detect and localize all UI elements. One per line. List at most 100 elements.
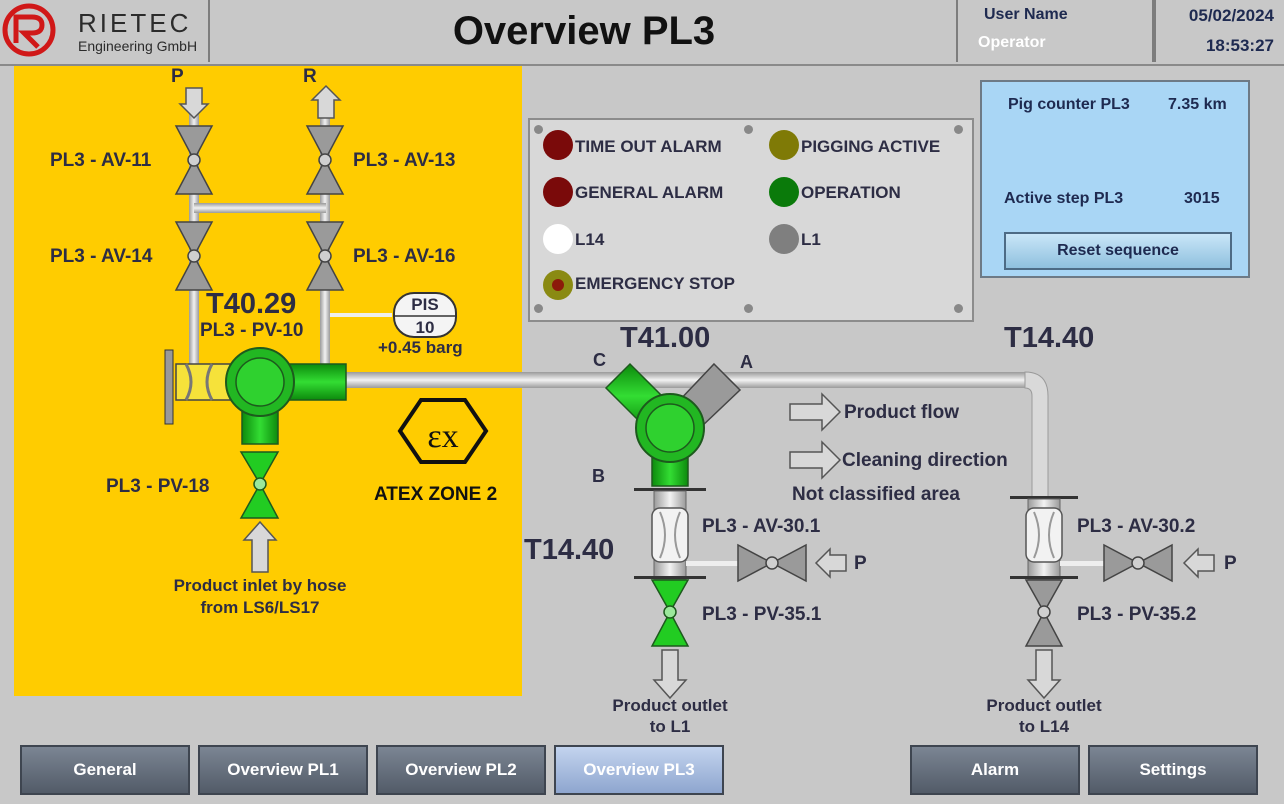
l14-label: L14 — [575, 230, 605, 249]
valve-av30-2-label: PL3 - AV-30.2 — [1077, 516, 1196, 537]
nav-overview-pl2-button[interactable]: Overview PL2 — [376, 745, 546, 795]
valve-av16-label: PL3 - AV-16 — [353, 246, 456, 267]
nav-settings-button[interactable]: Settings — [1088, 745, 1258, 795]
screw-icon — [954, 125, 963, 134]
valve-av11-label: PL3 - AV-11 — [50, 150, 152, 171]
valve-av14-label: PL3 - AV-14 — [50, 246, 153, 267]
nav-overview-pl3-button[interactable]: Overview PL3 — [554, 745, 724, 795]
pig-info-panel: Pig counter PL3 7.35 km Active step PL3 … — [980, 80, 1250, 278]
screw-icon — [744, 125, 753, 134]
valve-av11-icon[interactable] — [174, 125, 214, 195]
atex-ex-icon: εx — [397, 398, 489, 464]
nav-alarm-button[interactable]: Alarm — [910, 745, 1080, 795]
logo-area: RIETEC Engineering GmbH — [0, 0, 210, 62]
outlet-l1-arrow-icon — [652, 649, 688, 700]
outlet-l14-branch — [1010, 496, 1106, 580]
datetime-box: 05/02/2024 18:53:27 — [1154, 0, 1284, 62]
active-step-label: Active step PL3 — [1004, 190, 1124, 207]
temp-diverter: T41.00 — [620, 322, 711, 354]
rietec-logo-icon — [2, 3, 56, 57]
outlet-l14-text-2: to L14 — [1018, 717, 1070, 736]
outlet-l1-text-1: Product outlet — [612, 696, 728, 715]
valve-pv35-2-label: PL3 - PV-35.2 — [1077, 604, 1197, 625]
valve-pv18-icon[interactable] — [239, 451, 280, 519]
emergency-stop-inner — [552, 279, 564, 291]
valve-av30-2-icon[interactable] — [1103, 543, 1173, 583]
screw-icon — [954, 304, 963, 313]
diverter-y-icon[interactable] — [604, 362, 742, 487]
temp-pv10: T40.29 — [206, 288, 297, 320]
outlet-l14-text-1: Product outlet — [986, 696, 1102, 715]
valve-av13-label: PL3 - AV-13 — [353, 150, 456, 171]
p-arrow-av30-2-icon — [1182, 547, 1215, 579]
pipe-cross-horizontal — [194, 203, 326, 213]
nav-general-button[interactable]: General — [20, 745, 190, 795]
main-product-pipe — [345, 371, 1049, 499]
screw-icon — [534, 125, 543, 134]
product-inlet-text-1: Product inlet by hose — [173, 576, 347, 595]
time-out-alarm-lamp — [543, 130, 573, 160]
p-arrow-av30-1-icon — [814, 547, 847, 579]
p-inlet-arrow-icon — [178, 87, 210, 120]
valve-pv35-1-icon[interactable] — [650, 579, 690, 647]
pigging-active-lamp — [769, 130, 799, 160]
active-step-value: 3015 — [1184, 190, 1220, 207]
atex-zone-label: ATEX ZONE 2 — [374, 484, 498, 505]
diverter-port-a: A — [740, 352, 753, 372]
product-flow-label: Product flow — [844, 402, 960, 423]
valve-pv10-label: PL3 - PV-10 — [200, 320, 304, 341]
operation-label: OPERATION — [801, 183, 901, 202]
cleaning-direction-label: Cleaning direction — [842, 450, 1008, 471]
alarm-status-panel: TIME OUT ALARM PIGGING ACTIVE GENERAL AL… — [528, 118, 974, 322]
operation-lamp — [769, 177, 799, 207]
pig-counter-label: Pig counter PL3 — [1008, 96, 1130, 113]
valve-av30-1-icon[interactable] — [737, 543, 807, 583]
company-subtitle: Engineering GmbH — [78, 38, 198, 54]
emergency-stop-label: EMERGENCY STOP — [575, 274, 735, 293]
screw-icon — [744, 304, 753, 313]
diverter-port-c: C — [593, 350, 606, 370]
valve-av16-icon[interactable] — [305, 221, 345, 291]
p-inlet-label: P — [171, 66, 184, 87]
diverter-port-b: B — [592, 466, 605, 486]
outlet-l1-text-2: to L1 — [649, 717, 691, 736]
valve-pv35-2-icon[interactable] — [1024, 579, 1064, 647]
pis-gauge-icon — [393, 292, 457, 338]
pipe-pis-connector — [330, 313, 392, 317]
page-title: Overview PL3 — [452, 9, 716, 53]
user-label: User Name — [984, 6, 1068, 23]
company-name: RIETEC — [78, 8, 192, 38]
product-flow-arrow-icon — [789, 392, 842, 432]
reset-sequence-button[interactable]: Reset sequence — [1004, 232, 1232, 270]
valve-av13-icon[interactable] — [305, 125, 345, 195]
r-outlet-label: R — [303, 66, 317, 87]
valve-pv35-1-label: PL3 - PV-35.1 — [702, 604, 822, 625]
pig-launcher-pv10-icon[interactable] — [164, 347, 347, 445]
pis-pressure-value: +0.45 barg — [378, 338, 463, 357]
date-display: 05/02/2024 — [1188, 6, 1274, 25]
p-av30-2-label: P — [1224, 553, 1237, 574]
general-alarm-label: GENERAL ALARM — [575, 183, 724, 202]
screw-icon — [534, 304, 543, 313]
l1-label: L1 — [801, 230, 821, 249]
not-classified-area-label: Not classified area — [792, 484, 960, 505]
r-outlet-arrow-icon — [310, 84, 342, 119]
svg-text:εx: εx — [427, 418, 458, 455]
user-value: Operator — [978, 34, 1046, 51]
l14-lamp — [543, 224, 573, 254]
user-box: User Name Operator — [956, 0, 1154, 62]
pigging-active-label: PIGGING ACTIVE — [801, 137, 941, 156]
nav-overview-pl1-button[interactable]: Overview PL1 — [198, 745, 368, 795]
general-alarm-lamp — [543, 177, 573, 207]
pis-number: 10 — [415, 318, 435, 337]
valve-av14-icon[interactable] — [174, 221, 214, 291]
product-inlet-arrow-icon — [242, 520, 278, 573]
header-bar: RIETEC Engineering GmbH Overview PL3 Use… — [0, 0, 1284, 66]
time-out-alarm-label: TIME OUT ALARM — [575, 137, 722, 156]
pig-counter-value: 7.35 km — [1168, 96, 1227, 113]
p-av30-1-label: P — [854, 553, 867, 574]
temp-right: T14.40 — [1004, 322, 1095, 354]
pis-tag: PIS — [411, 295, 439, 314]
emergency-stop-lamp — [543, 270, 573, 300]
